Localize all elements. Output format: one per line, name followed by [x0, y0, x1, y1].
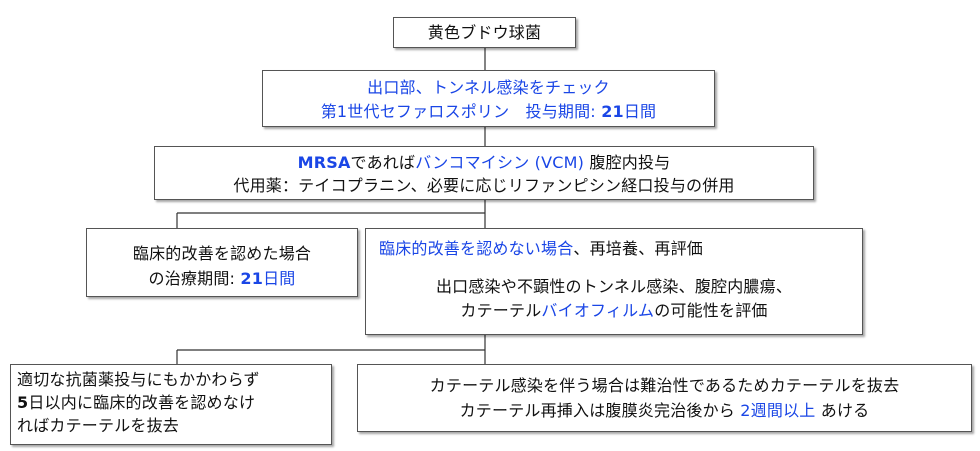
step2-line1-d: 腹腔内投与 [584, 153, 671, 172]
improved-line2-b: 21 [240, 269, 264, 288]
node-step1: 出口部、トンネル感染をチェック 第1世代セファロスポリン 投与期間: 21日間 [262, 70, 715, 127]
not-improved-line3-c: の可能性を評価 [654, 301, 768, 320]
not-improved-line1-b: 、再培養、再評価 [573, 239, 704, 258]
remove-right-line2: カテーテル再挿入は腹膜炎完治後から 2週間以上 あける [358, 400, 971, 421]
node-title: 黄色ブドウ球菌 [393, 17, 576, 48]
not-improved-line3-a: カテーテル [460, 301, 542, 320]
step1-line1: 出口部、トンネル感染をチェック [367, 78, 610, 97]
step2-vcm: バンコマイシン (VCM) [415, 153, 585, 172]
node-remove-left: 適切な抗菌薬投与にもかかわらず 5日以内に臨床的改善を認めなけ ればカテーテルを… [10, 364, 332, 445]
step1-line2-c: 日間 [623, 102, 657, 121]
node-improved: 臨床的改善を認めた場合 の治療期間: 21日間 [86, 228, 358, 297]
node-not-improved: 臨床的改善を認めない場合、再培養、再評価 出口感染や不顕性のトンネル感染、腹腔内… [365, 228, 863, 335]
improved-line2: の治療期間: 21日間 [87, 268, 357, 289]
improved-line1: 臨床的改善を認めた場合 [132, 244, 312, 263]
improved-line2-a: の治療期間: [148, 269, 241, 288]
step2-line2: 代用薬：テイコプラニン、必要に応じリファンピシン経口投与の併用 [233, 176, 735, 195]
step1-line2: 第1世代セファロスポリン 投与期間: 21日間 [263, 101, 714, 122]
remove-right-line1: カテーテル感染を伴う場合は難治性であるためカテーテルを抜去 [429, 376, 900, 395]
not-improved-line1-a: 臨床的改善を認めない場合 [379, 239, 574, 258]
step1-line2-b: 21 [601, 102, 624, 121]
remove-left-line2-b: 日以内に臨床的改善を認めなけ [28, 393, 256, 412]
remove-right-line2-a: カテーテル再挿入は腹膜炎完治後から [459, 401, 741, 420]
remove-left-line2-a: 5 [17, 393, 29, 412]
remove-left-line1: 適切な抗菌薬投与にもかかわらず [17, 370, 260, 389]
step2-mrsa: MRSA [297, 153, 351, 172]
not-improved-line1: 臨床的改善を認めない場合、再培養、再評価 [366, 238, 862, 259]
node-step2: MRSAであればバンコマイシン (VCM) 腹腔内投与 代用薬：テイコプラニン、… [154, 146, 814, 200]
remove-right-line2-c: あける [815, 401, 870, 420]
remove-left-line3: ればカテーテルを抜去 [17, 416, 180, 435]
not-improved-line3-b: バイオフィルム [541, 301, 655, 320]
node-remove-right: カテーテル感染を伴う場合は難治性であるためカテーテルを抜去 カテーテル再挿入は腹… [357, 364, 972, 432]
step1-line2-a: 第1世代セファロスポリン 投与期間: [320, 102, 602, 121]
not-improved-line2: 出口感染や不顕性のトンネル感染、腹腔内膿瘍、 [435, 277, 793, 296]
improved-line2-c: 日間 [263, 269, 296, 288]
step2-line1: MRSAであればバンコマイシン (VCM) 腹腔内投与 [155, 152, 813, 173]
remove-right-line2-b: 2週間以上 [740, 401, 816, 420]
remove-left-line2: 5日以内に臨床的改善を認めなけ [17, 392, 331, 413]
step2-line1-b: であれば [350, 153, 416, 172]
node-title-text: 黄色ブドウ球菌 [427, 23, 542, 42]
not-improved-line3: カテーテルバイオフィルムの可能性を評価 [366, 300, 862, 321]
